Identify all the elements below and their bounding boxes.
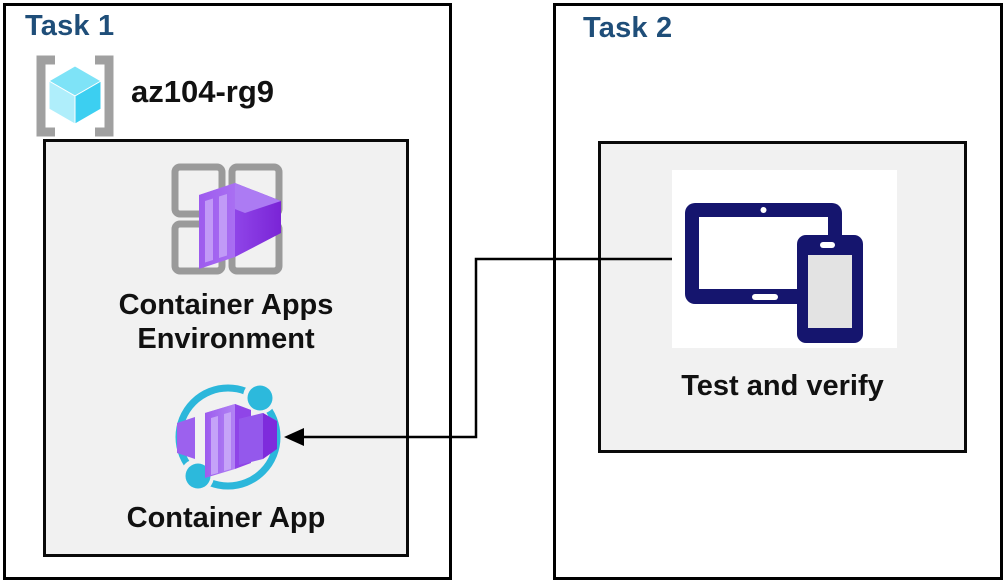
container-apps-environment-icon bbox=[171, 163, 283, 275]
task2-title: Task 2 bbox=[583, 12, 673, 44]
container-app-icon bbox=[175, 381, 281, 493]
task1-title: Task 1 bbox=[25, 10, 115, 42]
resource-group-name: az104-rg9 bbox=[131, 74, 275, 109]
environment-label: Container Apps Environment bbox=[118, 289, 334, 355]
tablet-and-phone-icon bbox=[685, 203, 863, 343]
resource-group-icon bbox=[36, 55, 114, 137]
container-app-label: Container App bbox=[126, 502, 326, 534]
test-verify-label: Test and verify bbox=[681, 370, 884, 402]
